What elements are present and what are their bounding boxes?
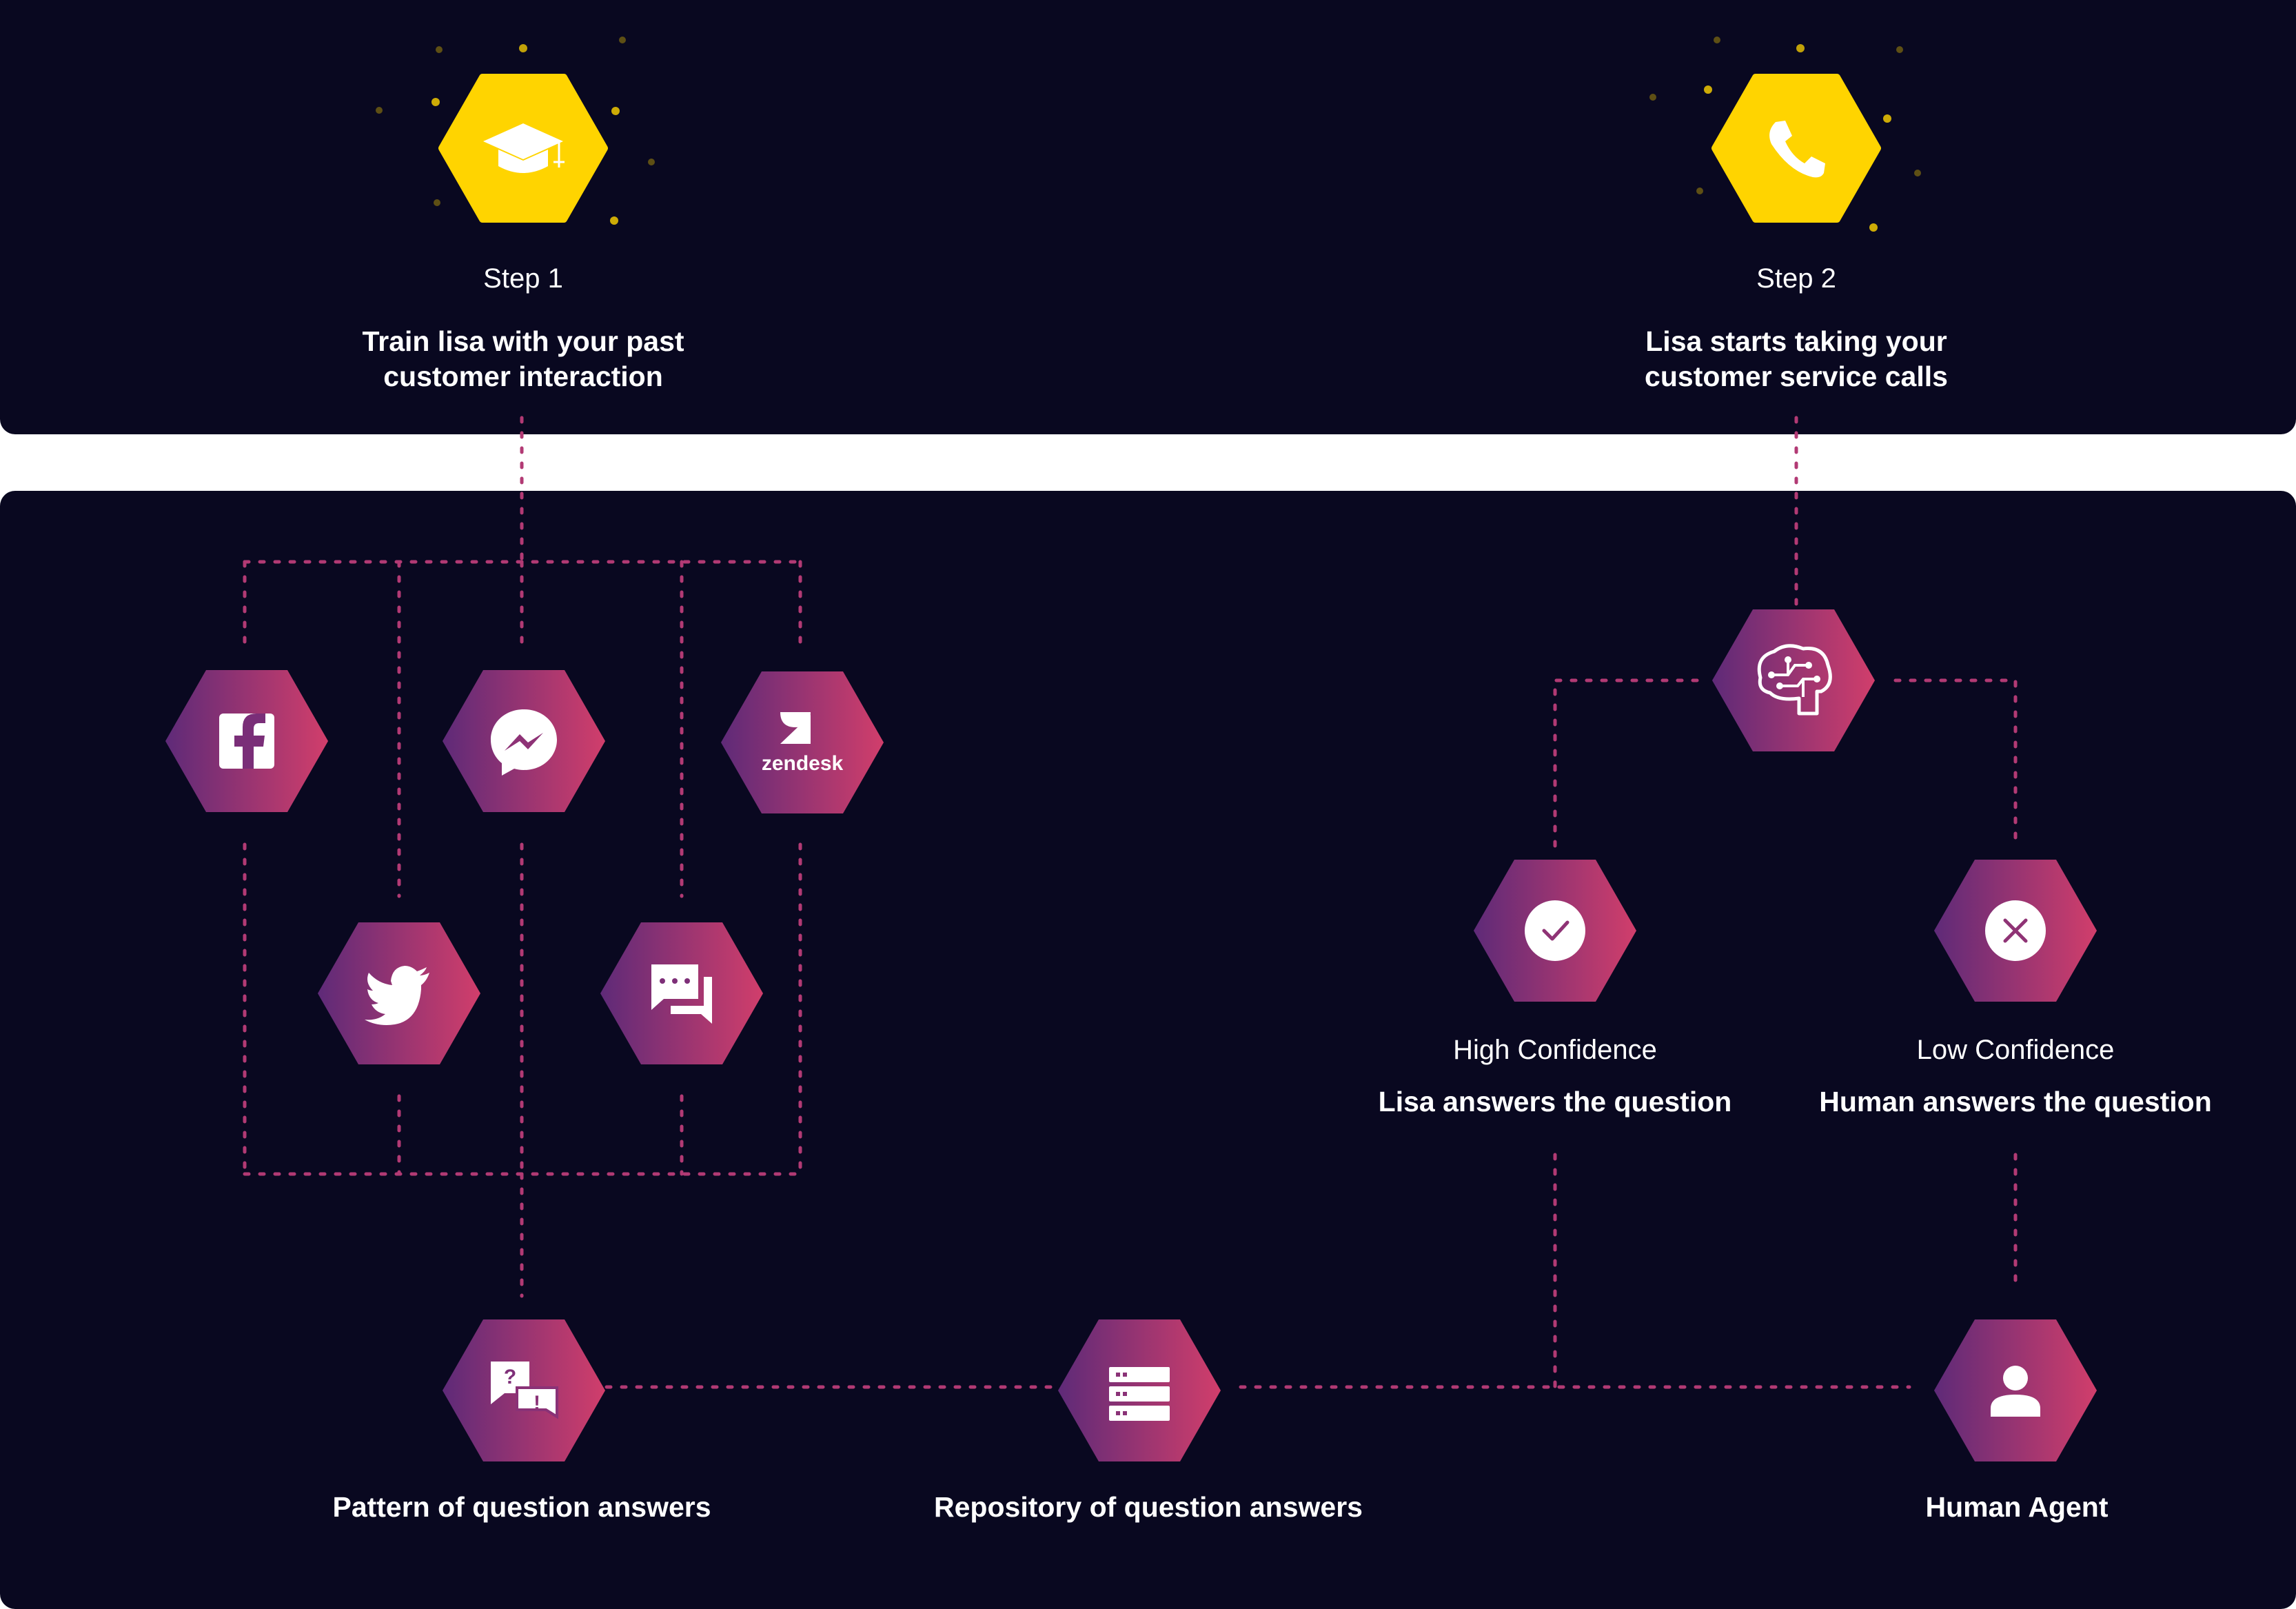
check-icon: [1525, 900, 1585, 961]
svg-text:!: !: [534, 1392, 540, 1415]
step2-description-line1: Lisa starts taking your: [1645, 325, 1947, 357]
low-confidence-node: [1934, 860, 2097, 1002]
zendesk-node: zendesk: [721, 671, 884, 813]
sparkle-dots-step2: [1649, 37, 1921, 232]
close-icon: [1985, 900, 2046, 961]
step2-description-line2: customer service calls: [1645, 361, 1948, 392]
repository-node: [1058, 1319, 1221, 1461]
twitter-node: [318, 922, 480, 1064]
step1-description-line1: Train lisa with your past: [362, 325, 684, 357]
step2-number: Step 2: [1756, 263, 1836, 294]
facebook-node: [165, 670, 328, 812]
step1-description-line2: customer interaction: [383, 361, 663, 392]
low-confidence-label: Low Confidence: [1916, 1035, 2115, 1065]
high-confidence-node: [1474, 860, 1636, 1002]
phone-icon: [1769, 121, 1825, 178]
connector-brain-left: [1553, 678, 1699, 850]
chat-node: [600, 922, 763, 1064]
pattern-node: ?!: [443, 1319, 605, 1461]
brain-hexagon: [1712, 609, 1875, 751]
top-panel: [0, 0, 2296, 434]
zendesk-wordmark: zendesk: [762, 752, 844, 775]
lisa-answers-label: Lisa answers the question: [1378, 1086, 1732, 1117]
human-agent-label: Human Agent: [1925, 1491, 2109, 1523]
qa-pattern-icon: ?!: [491, 1362, 558, 1419]
database-icon: [1109, 1367, 1170, 1421]
graduation-cap-icon: [483, 123, 565, 173]
hex-nodes: zendesk?!: [165, 74, 2097, 1461]
human-agent-node: [1934, 1319, 2097, 1461]
chat-icon: [651, 964, 712, 1024]
user-icon: [1991, 1366, 2040, 1417]
svg-text:?: ?: [504, 1366, 516, 1388]
step2-node: [1711, 74, 1881, 223]
step1-number: Step 1: [483, 263, 563, 294]
messenger-node: [443, 670, 605, 812]
zendesk-icon: zendesk: [762, 712, 844, 775]
high-confidence-label: High Confidence: [1453, 1035, 1657, 1065]
human-answers-label: Human answers the question: [1819, 1086, 2212, 1117]
step2-hexagon: [1711, 74, 1881, 223]
brain-node: [1712, 609, 1875, 751]
step1-node: [438, 74, 608, 223]
step2-description: Lisa starts taking your customer service…: [1645, 324, 1948, 394]
step1-description: Train lisa with your past customer inter…: [362, 324, 684, 394]
facebook-icon: [219, 714, 274, 769]
repository-label: Repository of question answers: [934, 1491, 1363, 1523]
messenger-icon: [491, 709, 557, 776]
brain-icon: [1757, 644, 1832, 716]
connector-brain-right: [1893, 678, 2018, 850]
sparkle-dots-step1: [376, 37, 655, 225]
twitter-icon: [365, 966, 429, 1025]
pattern-label: Pattern of question answers: [332, 1491, 711, 1523]
connector-lines: [243, 416, 2018, 1389]
